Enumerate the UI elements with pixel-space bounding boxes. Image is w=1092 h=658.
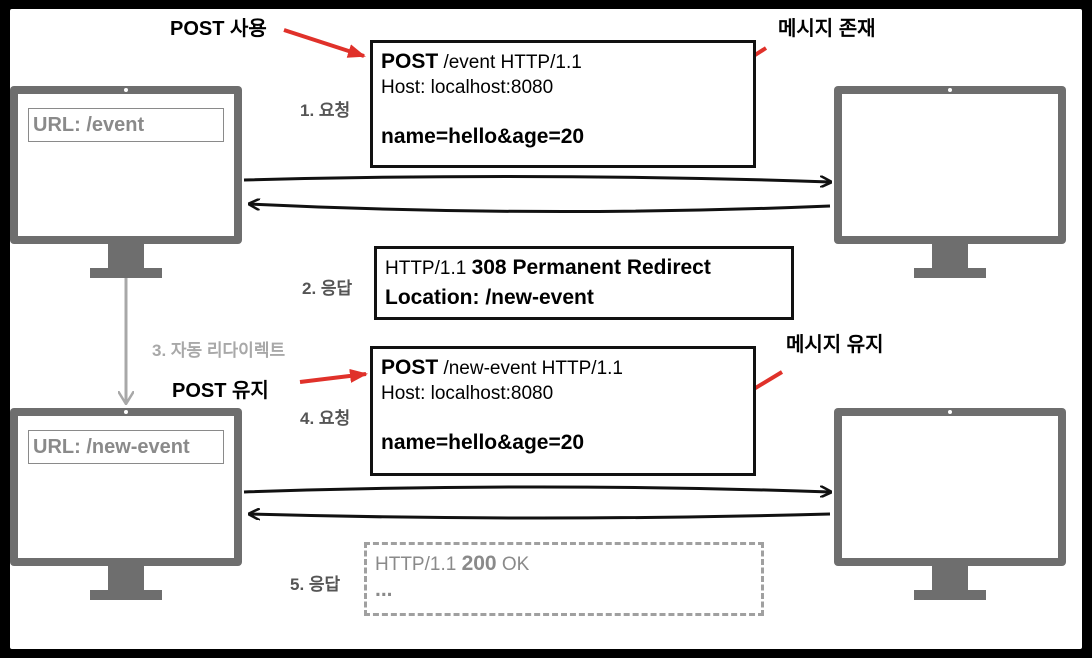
request-message-4: POST /new-event HTTP/1.1 Host: localhost… (370, 346, 756, 476)
request-arrow-1 (243, 174, 830, 182)
response5-status-text: OK (496, 554, 530, 575)
step-label-1: 1. 요청 (300, 101, 351, 120)
red-arrow-post-keep (299, 368, 368, 384)
request1-host: Host: localhost:8080 (381, 77, 554, 98)
response-message-2: HTTP/1.1 308 Permanent Redirect Location… (374, 246, 794, 320)
response5-version: HTTP/1.1 (375, 554, 462, 575)
annotation-message-keep: 메시지 유지 (786, 334, 884, 356)
client-monitor-bottom: URL: /new-event (10, 408, 242, 604)
step-label-3: 3. 자동 리다이렉트 (152, 341, 286, 360)
response-arrow-5 (250, 514, 831, 518)
request1-line: /event HTTP/1.1 (438, 52, 582, 73)
request1-method: POST (381, 50, 439, 73)
request-arrow-4 (243, 485, 830, 492)
client-monitor-top: URL: /event (10, 86, 242, 282)
response-message-5: HTTP/1.1 200 OK ... (364, 542, 764, 616)
step-label-2: 2. 응답 (302, 279, 353, 298)
response5-status: 200 (461, 552, 497, 575)
step-label-4: 4. 요청 (300, 409, 351, 428)
response-arrow-2 (250, 204, 831, 214)
step-label-5: 5. 응답 (290, 575, 341, 594)
request4-line: /new-event HTTP/1.1 (438, 358, 623, 379)
request1-body: name=hello&age=20 (381, 125, 585, 148)
annotation-post-keep: POST 유지 (172, 380, 269, 402)
request-message-1: POST /event HTTP/1.1 Host: localhost:808… (370, 40, 756, 168)
response2-status: 308 Permanent Redirect (471, 256, 711, 279)
red-arrow-post-use (283, 28, 366, 58)
annotation-post-use: POST 사용 (170, 18, 267, 40)
request4-method: POST (381, 356, 439, 379)
server-monitor-top (834, 86, 1066, 282)
request4-host: Host: localhost:8080 (381, 383, 554, 404)
url-bar-top: URL: /event (28, 108, 224, 142)
response2-location: Location: /new-event (385, 286, 594, 309)
request4-body: name=hello&age=20 (381, 431, 585, 454)
response5-more: ... (375, 578, 393, 601)
response2-version: HTTP/1.1 (385, 258, 472, 279)
server-monitor-bottom (834, 408, 1066, 604)
url-bar-bottom: URL: /new-event (28, 430, 224, 464)
annotation-message-exists: 메시지 존재 (778, 18, 876, 40)
